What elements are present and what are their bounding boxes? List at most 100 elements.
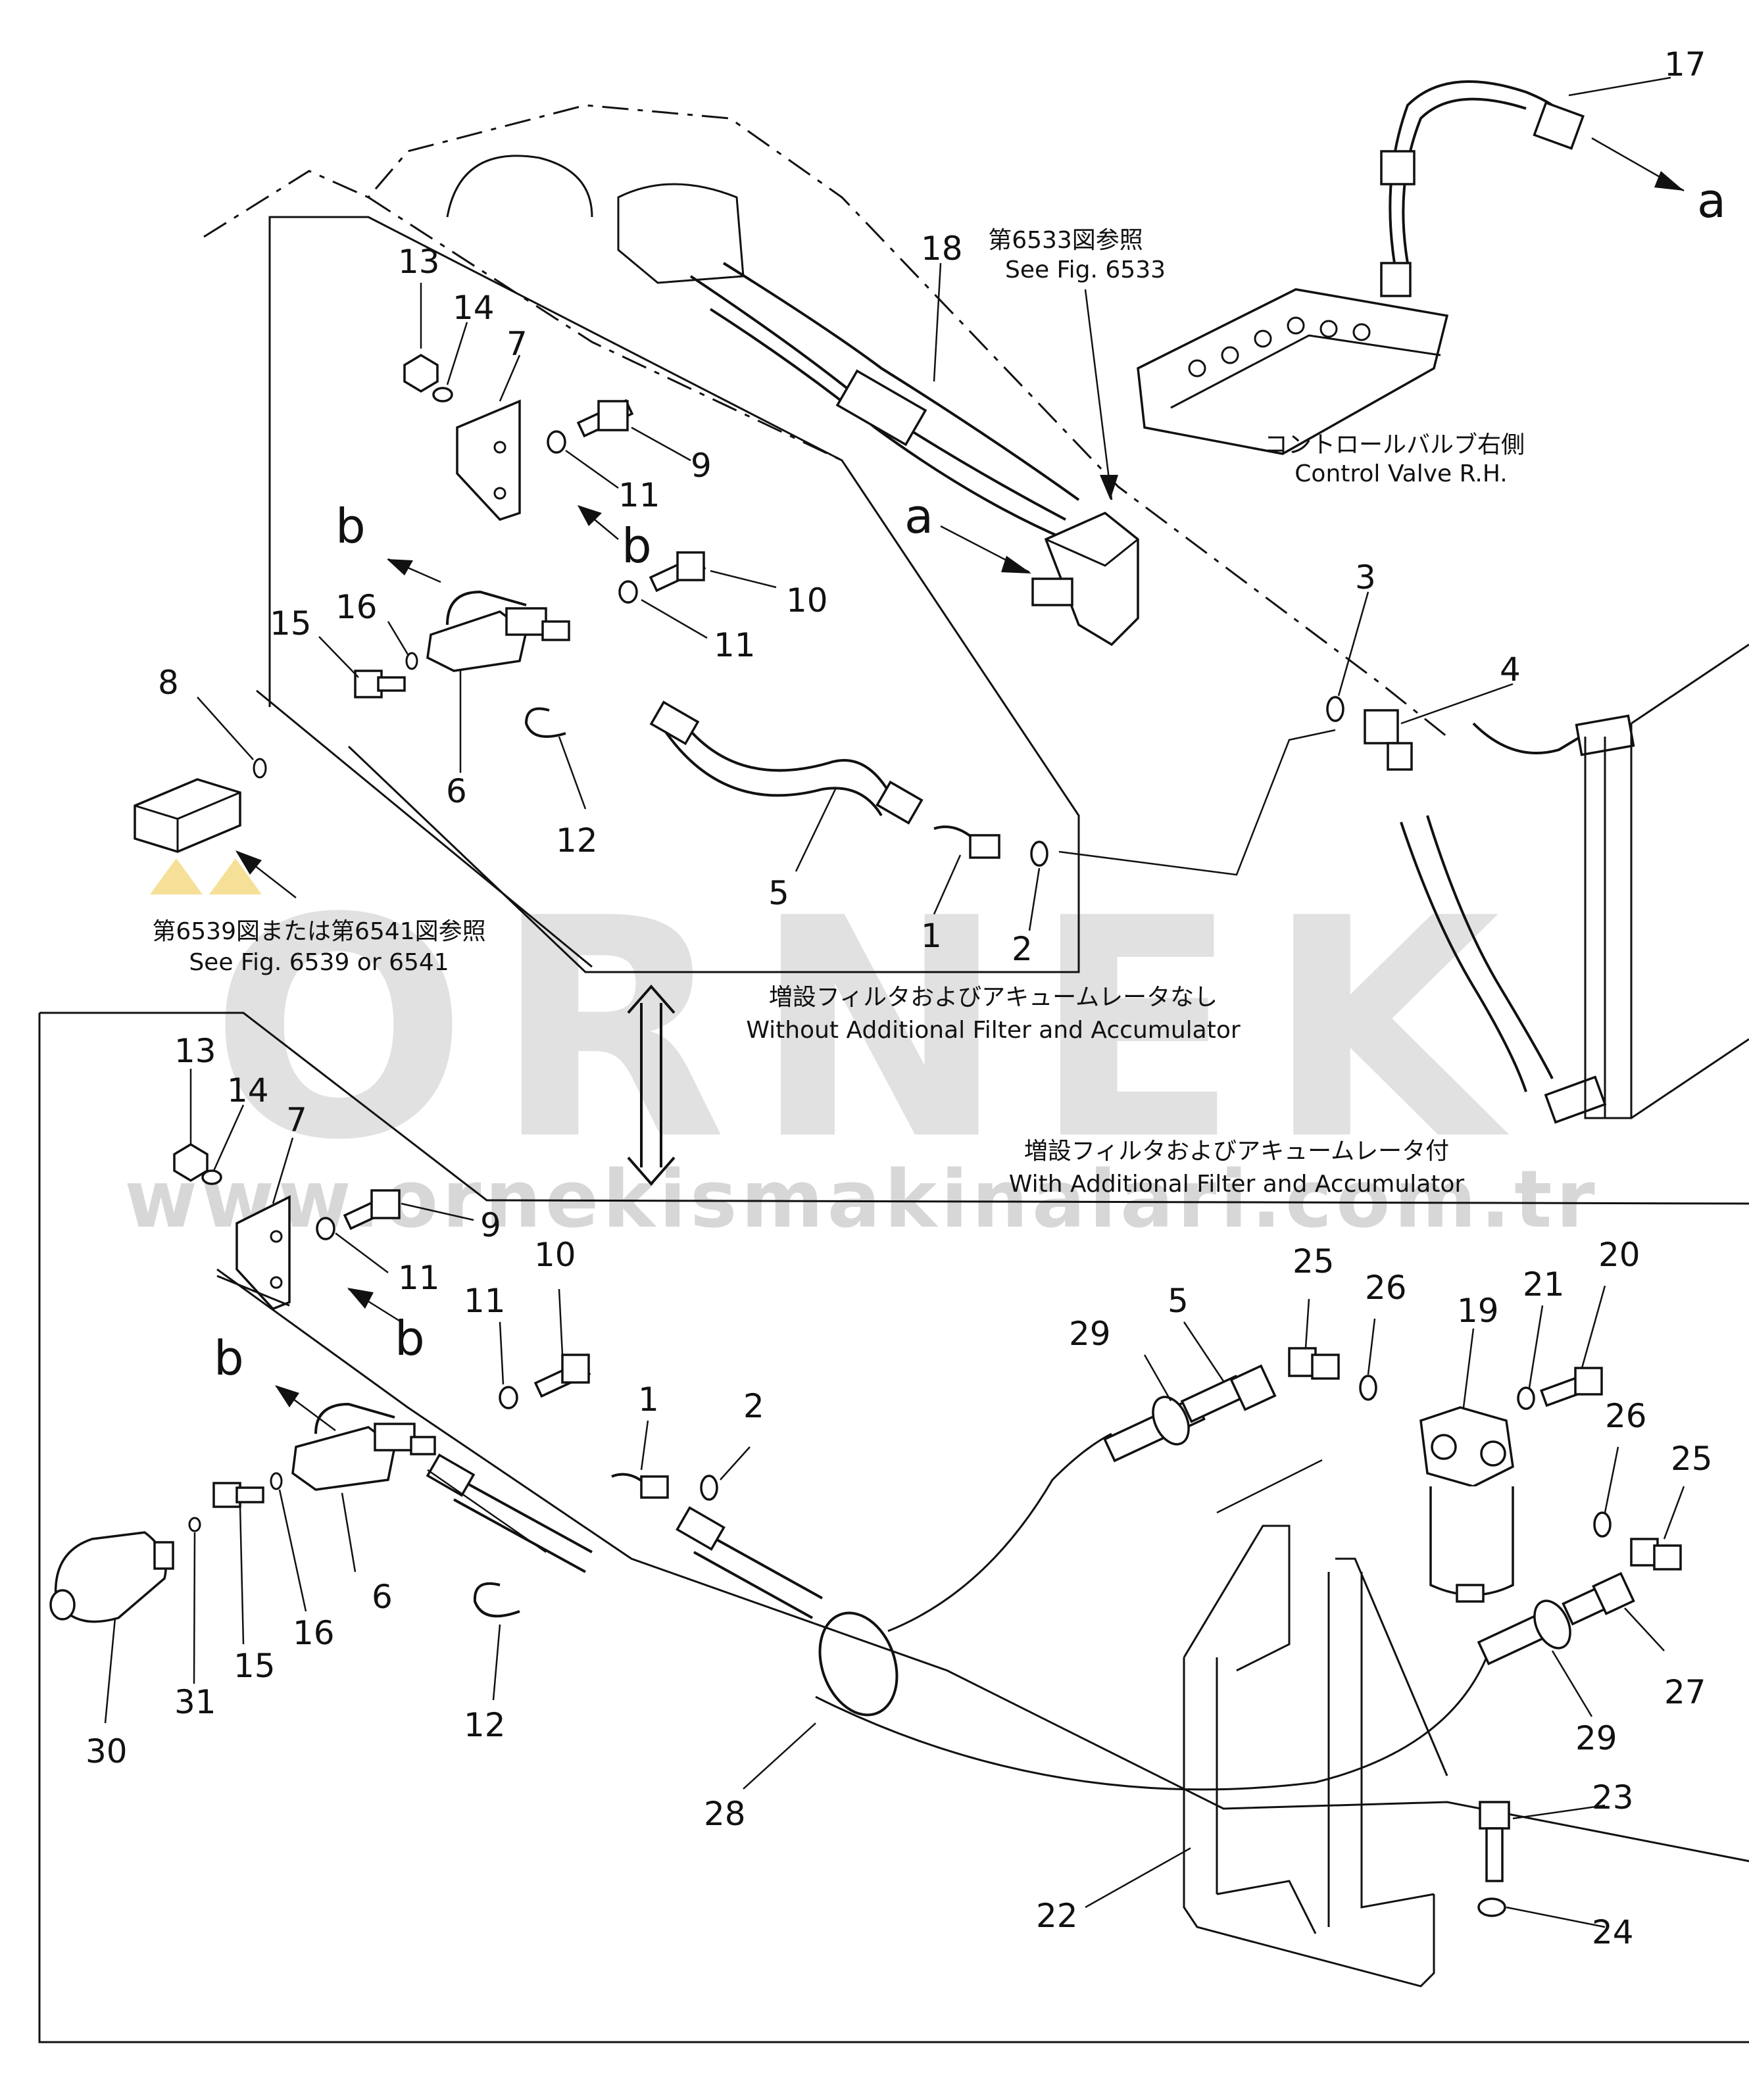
label-29a-lower: 29	[1069, 1315, 1111, 1353]
label-2-upper: 2	[1012, 930, 1033, 968]
captions: 第6533図参照 See Fig. 6533 コントロールバルブ右側 Contr…	[152, 227, 1525, 1198]
bracket-7-lower-base	[216, 1275, 290, 1307]
hose-17-inner	[1402, 97, 1527, 264]
hose-to-cooler	[1400, 821, 1527, 1092]
watermark: ORNEK www.ornekismakinalari.com.tr	[124, 854, 1598, 1246]
elbow-1-upper	[933, 825, 1000, 859]
washer-24	[1477, 1897, 1506, 1917]
label-1-lower: 1	[638, 1380, 659, 1419]
elbow-25-lower	[1630, 1538, 1682, 1571]
hose-to-cooler-b	[1426, 815, 1554, 1079]
label-7-upper: 7	[506, 325, 528, 363]
label-4-upper: 4	[1500, 650, 1521, 689]
watermark-accent-right	[209, 858, 262, 894]
nut-13-upper	[403, 353, 439, 393]
label-20-lower: 20	[1598, 1236, 1640, 1274]
fitting-5-upper-b	[875, 780, 924, 825]
hose-5-upper-b	[663, 729, 883, 817]
label-11a-upper: 11	[618, 476, 660, 514]
label-23-lower: 23	[1592, 1778, 1634, 1817]
hose-29-lower	[815, 1657, 1488, 1791]
block-6-upper	[426, 590, 570, 672]
hose-lower-left-b	[453, 1498, 586, 1573]
watermark-url: www.ornekismakinalari.com.tr	[124, 1154, 1598, 1246]
washer-11a-upper	[547, 430, 566, 454]
caption-with-en: With Additional Filter and Accumulator	[1009, 1171, 1465, 1198]
bolt-10-lower	[533, 1354, 591, 1398]
lower-frame-top	[39, 1012, 1749, 1205]
label-b1-lower: b	[395, 1311, 425, 1366]
bracket-7-lower	[235, 1195, 291, 1311]
label-a-right: a	[1697, 173, 1726, 228]
hose-17	[1389, 80, 1567, 264]
hose-cooler-fitting	[1544, 1075, 1607, 1124]
label-8-upper: 8	[158, 664, 179, 702]
washer-11a-lower	[316, 1217, 335, 1240]
caption-fig6539-jp: 第6539図または第6541図参照	[152, 918, 485, 945]
lower-section	[38, 1012, 1749, 2043]
hose-lower-mid-fitting	[676, 1506, 726, 1551]
label-16-upper: 16	[335, 588, 378, 626]
oring-26b-lower	[1593, 1511, 1612, 1538]
elbow-4-upper	[1364, 709, 1413, 771]
section-switch-arrow	[627, 984, 676, 1186]
clip-12-upper	[524, 707, 566, 738]
hydraulic-tank	[617, 183, 745, 284]
lower-frame	[38, 1013, 1749, 2043]
caption-control-valve-jp: コントロールバルブ右側	[1264, 431, 1525, 458]
hose-lower-mid-b	[693, 1551, 813, 1619]
label-13-upper: 13	[398, 243, 440, 281]
label-22-lower: 22	[1036, 1897, 1078, 1935]
label-b2-lower: b	[214, 1331, 244, 1386]
label-5-upper: 5	[768, 874, 789, 912]
label-2-lower: 2	[743, 1387, 764, 1425]
lower-frame-diag	[216, 1268, 1749, 1863]
label-14-upper: 14	[453, 289, 495, 327]
label-a-manifold: a	[904, 489, 933, 544]
machine-outline-dashed	[203, 104, 1448, 738]
hose-lower-left	[460, 1478, 593, 1553]
label-5-lower: 5	[1168, 1282, 1189, 1320]
upper-frame	[268, 216, 1080, 973]
label-6-upper: 6	[446, 772, 467, 810]
oring-16-upper	[405, 652, 418, 670]
label-25b-lower: 25	[1671, 1440, 1713, 1478]
hose-lower-mid	[703, 1531, 823, 1599]
label-14-lower: 14	[227, 1071, 269, 1110]
upper-leaders	[197, 76, 1671, 931]
washer-11b-lower	[499, 1386, 518, 1409]
oring-8-upper	[253, 758, 267, 779]
label-19-lower: 19	[1457, 1292, 1499, 1330]
oil-cooler	[1584, 643, 1749, 1119]
label-27-lower: 27	[1664, 1673, 1706, 1711]
clip-12-lower	[473, 1582, 520, 1618]
washer-14-upper	[432, 387, 453, 403]
label-24-lower: 24	[1592, 1913, 1634, 1951]
label-9-lower: 9	[480, 1206, 501, 1244]
arrow-a-manifold-head	[1001, 556, 1031, 574]
label-18: 18	[921, 230, 963, 268]
clamp-28	[818, 1611, 899, 1717]
label-12-upper: 12	[556, 821, 598, 860]
oring-26a-lower	[1359, 1375, 1377, 1401]
label-29b-lower: 29	[1575, 1719, 1617, 1757]
washer-11b-upper	[618, 580, 638, 604]
hose-cooler-top	[1472, 722, 1593, 754]
oring-3-upper	[1326, 696, 1344, 722]
label-9-upper: 9	[691, 447, 712, 485]
caption-fig6533-jp: 第6533図参照	[988, 227, 1143, 254]
washer-21-lower	[1517, 1386, 1535, 1410]
caption-fig6533-en: See Fig. 6533	[1005, 256, 1166, 283]
watermark-accent-left	[150, 858, 203, 894]
caption-with-jp: 増設フィルタおよびアキュームレータ付	[1024, 1138, 1449, 1165]
arrow-fig6539-head	[235, 850, 262, 875]
block-6-lower	[291, 1402, 436, 1491]
label-3-upper: 3	[1355, 558, 1376, 597]
label-b1-upper: b	[622, 518, 652, 574]
label-25a-lower: 25	[1293, 1242, 1335, 1281]
label-10-lower: 10	[534, 1236, 576, 1274]
bolt-9-upper	[576, 399, 634, 438]
upper-section	[134, 76, 1749, 1124]
label-1-upper: 1	[921, 917, 942, 955]
